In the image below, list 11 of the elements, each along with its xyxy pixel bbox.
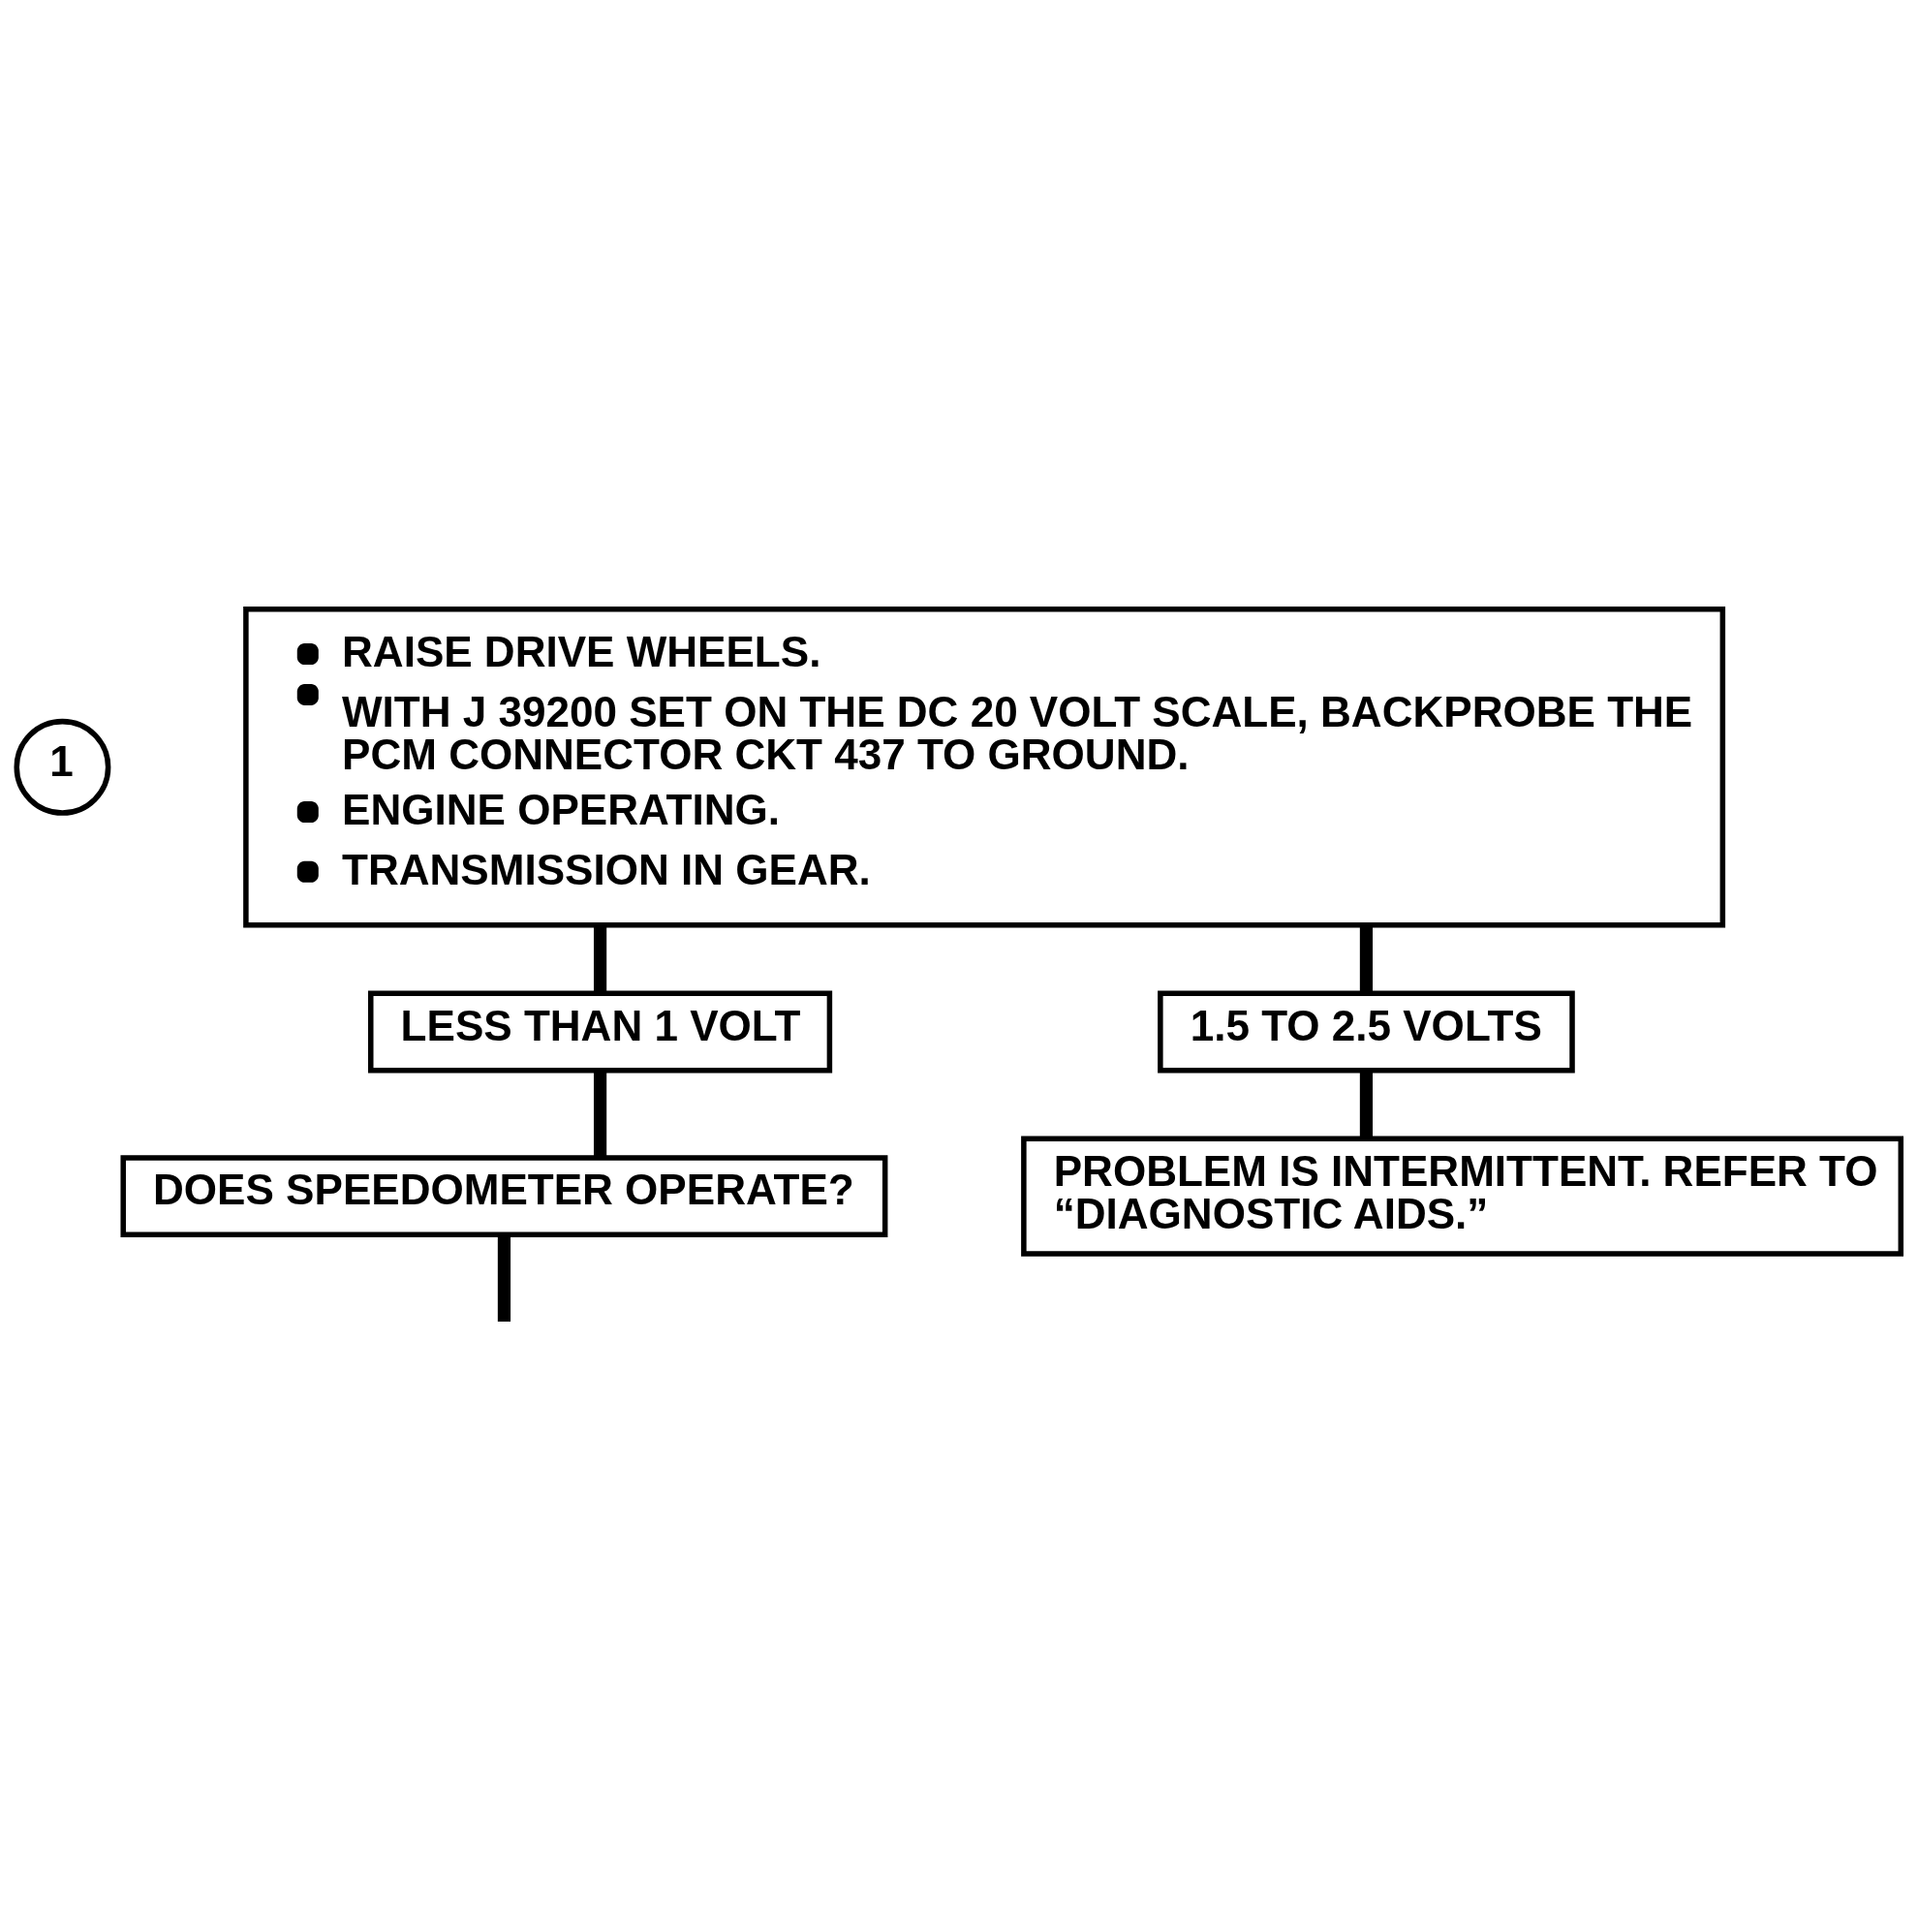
connector — [497, 1234, 511, 1322]
node-circle: 1 — [14, 718, 111, 816]
node-box: DOES SPEEDOMETER OPERATE? — [120, 1154, 888, 1237]
node-box: LESS THAN 1 VOLT — [368, 990, 833, 1073]
node-box: RAISE DRIVE WHEELS. WITH J 39200 SET ON THE DC 20 VOLT SCALE, BACKPROBE THE PCM CONNECTOR CKT 437 TO GROUND. ENGINE OPERATING. TRANSMISSION IN GEAR. — [243, 606, 1726, 928]
connector — [1359, 924, 1374, 993]
node-box: PROBLEM IS INTERMITTENT. REFER TO “DIAGNOSTIC AIDS.” — [1021, 1135, 1904, 1257]
connector — [593, 924, 607, 993]
node-box: 1.5 TO 2.5 VOLTS — [1158, 990, 1575, 1073]
connector — [1359, 1070, 1374, 1138]
connector — [593, 1070, 607, 1158]
